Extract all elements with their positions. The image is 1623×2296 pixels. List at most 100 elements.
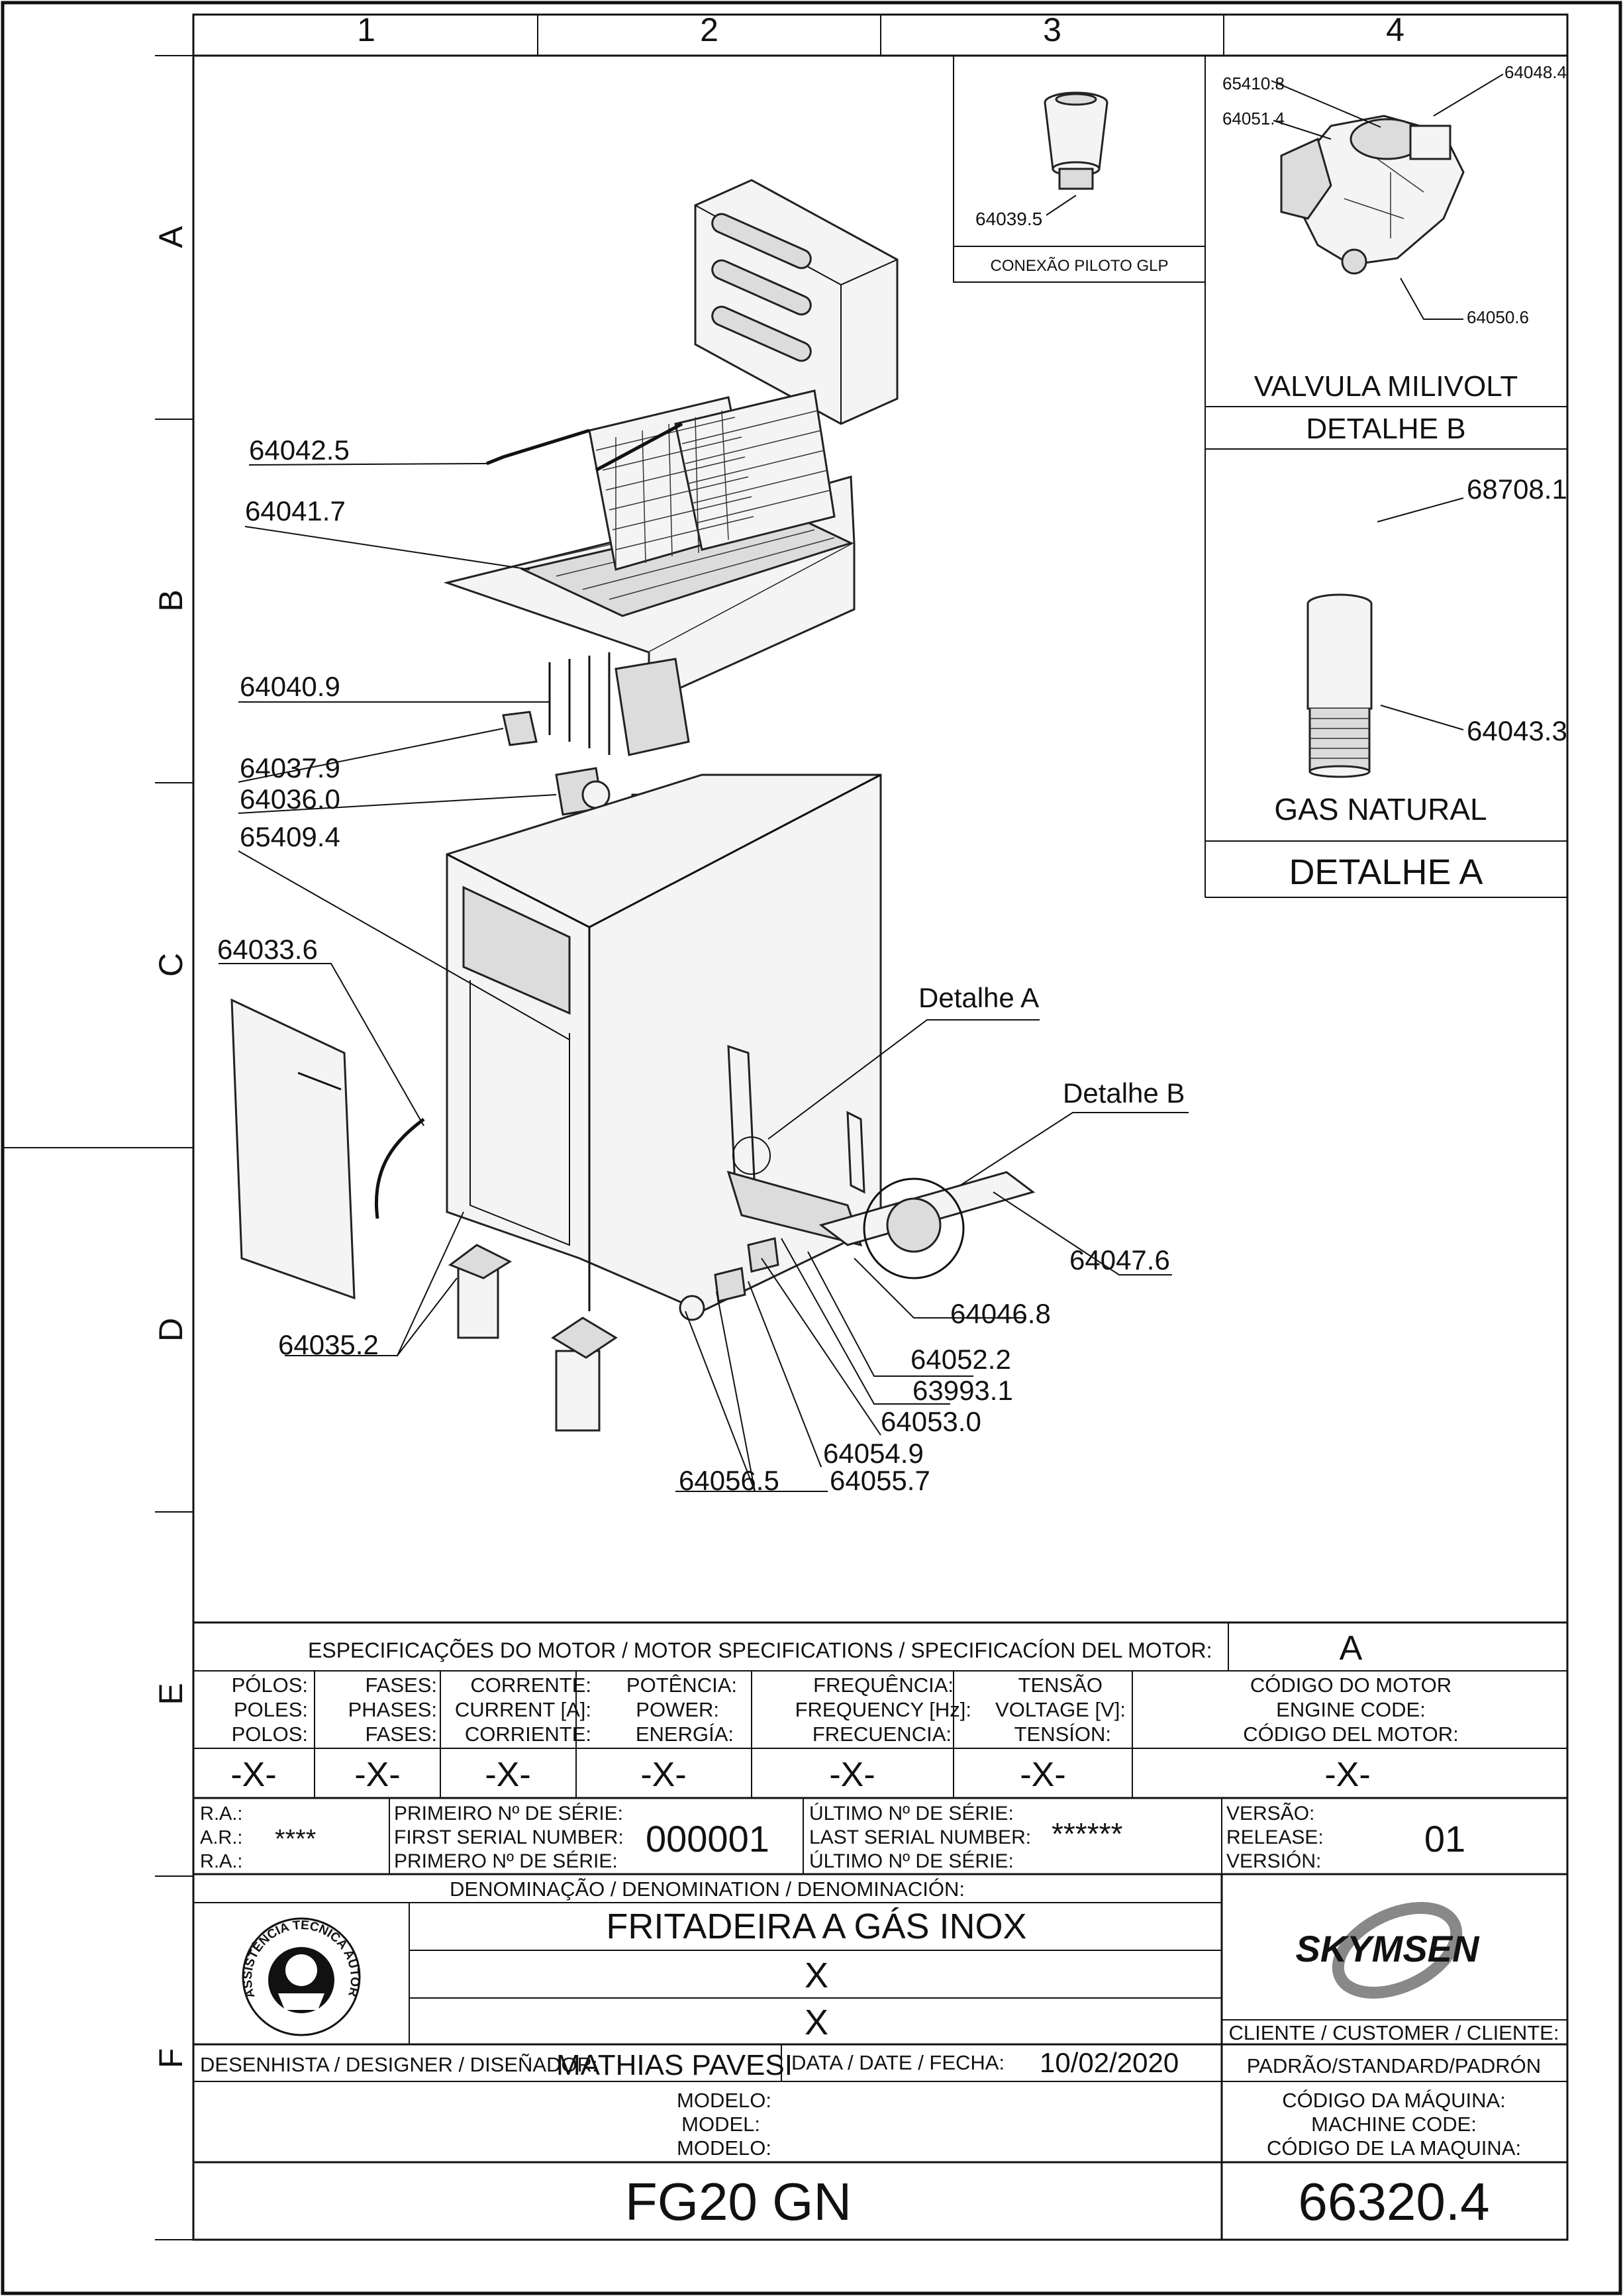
callout-64047-6: 64047.6 [1069, 1244, 1170, 1275]
poles-value: -X- [230, 1756, 276, 1794]
zone-row-d: D [152, 1318, 189, 1342]
last-serial-label-es: ÚLTIMO Nº DE SÉRIE: [809, 1850, 1014, 1872]
denomination-line-1: FRITADEIRA A GÁS INOX [606, 1907, 1026, 1946]
current-value: -X- [485, 1756, 530, 1794]
machine-code-label-pt: CÓDIGO DA MÁQUINA: [1282, 2089, 1506, 2112]
first-serial-label-es: PRIMERO Nº DE SÉRIE: [394, 1850, 618, 1872]
current-label-pt: CORRENTE: [470, 1673, 591, 1697]
current-label-es: CORRIENTE: [465, 1722, 591, 1746]
model-label-pt: MODELO: [677, 2089, 771, 2112]
zone-row-b: B [152, 589, 189, 611]
designer-value: MATHIAS PAVESI [556, 2049, 793, 2081]
phases-value: -X- [354, 1756, 400, 1794]
voltage-label-en: VOLTAGE [V]: [995, 1698, 1126, 1721]
detail-b-valve: 65410.8 64051.4 64048.4 64050.6 VALVULA … [1205, 56, 1567, 897]
power-label-en: POWER: [636, 1698, 719, 1721]
callout-detalhe-a: Detalhe A [918, 982, 1039, 1013]
voltage-label-pt: TENSÃO [1018, 1673, 1103, 1697]
version-value: 01 [1424, 1818, 1465, 1860]
first-serial-value: 000001 [646, 1818, 769, 1860]
callout-64052-2: 64052.2 [910, 1344, 1011, 1375]
callout-64042-5: 64042.5 [249, 434, 350, 466]
part-65410-8: 65410.8 [1222, 74, 1285, 93]
phases-label-pt: FASES: [365, 1673, 437, 1697]
svg-text:SKYMSEN: SKYMSEN [1296, 1928, 1480, 1970]
phases-label-es: FASES: [365, 1722, 437, 1746]
callout-64037-9: 64037.9 [240, 752, 340, 783]
fryer-exploded-view [230, 179, 1036, 1432]
zone-col-1: 1 [357, 11, 375, 48]
date-value: 10/02/2020 [1040, 2047, 1179, 2078]
machine-code-value: 66320.4 [1298, 2172, 1489, 2231]
engine-code-label-pt: CÓDIGO DO MOTOR [1250, 1673, 1451, 1697]
model-value: FG20 GN [625, 2172, 852, 2231]
voltage-value: -X- [1020, 1756, 1065, 1794]
zone-col-4: 4 [1386, 11, 1404, 48]
power-label-es: ENERGÍA: [636, 1722, 734, 1746]
poles-label-en: POLES: [234, 1698, 308, 1721]
callout-64046-8: 64046.8 [950, 1298, 1051, 1329]
version-label-pt: VERSÃO: [1226, 1802, 1314, 1824]
ra-label-1: R.A.: [200, 1803, 242, 1824]
detail-a-caption: DETALHE A [1289, 852, 1483, 892]
version-label-en: RELEASE: [1226, 1826, 1324, 1848]
date-label: DATA / DATE / FECHA: [791, 2051, 1005, 2074]
ar-label: A.R.: [200, 1827, 242, 1848]
model-label-en: MODEL: [681, 2113, 760, 2136]
skymsen-logo: SKYMSEN [1296, 1901, 1480, 1999]
part-64051-4: 64051.4 [1222, 109, 1285, 128]
frequency-label-es: FRECUENCIA: [812, 1722, 952, 1746]
engine-code-value: -X- [1324, 1756, 1370, 1794]
designer-label: DESENHISTA / DESIGNER / DISEÑADOR: [200, 2053, 598, 2076]
last-serial-label-pt: ÚLTIMO Nº DE SÉRIE: [809, 1803, 1014, 1824]
callout-64055-7: 64055.7 [830, 1465, 930, 1496]
frequency-label-pt: FREQUÊNCIA: [813, 1673, 954, 1697]
callout-detalhe-b: Detalhe B [1063, 1077, 1185, 1109]
zone-row-e: E [152, 1683, 189, 1705]
detail-b-caption: DETALHE B [1306, 413, 1465, 445]
power-label-pt: POTÊNCIA: [626, 1673, 737, 1697]
part-68708-1: 68708.1 [1467, 474, 1567, 505]
callout-63993-1: 63993.1 [912, 1375, 1013, 1406]
part-64050-6: 64050.6 [1467, 307, 1529, 327]
last-serial-value: ****** [1052, 1817, 1123, 1851]
serial-row: R.A.: A.R.: R.A.: **** PRIMEIRO Nº DE SÉ… [193, 1798, 1567, 1875]
callouts: 64042.5 64041.7 64040.9 64037.9 64036.0 … [217, 434, 1189, 1496]
callout-65409-4: 65409.4 [240, 821, 340, 852]
callout-64054-9: 64054.9 [823, 1438, 924, 1469]
motor-spec-table: ESPECIFICAÇÕES DO MOTOR / MOTOR SPECIFIC… [193, 1621, 1567, 1799]
zone-row-a: A [152, 226, 189, 248]
poles-label-pt: PÓLOS: [232, 1673, 308, 1697]
callout-64053-0: 64053.0 [881, 1406, 981, 1437]
denomination-label: DENOMINAÇÃO / DENOMINATION / DENOMINACIÓ… [450, 1877, 965, 1901]
callout-64041-7: 64041.7 [245, 495, 346, 526]
machine-code-label-en: MACHINE CODE: [1311, 2113, 1477, 2136]
client-value: PADRÃO/STANDARD/PADRÓN [1247, 2054, 1541, 2077]
zone-row-f: F [152, 2048, 189, 2069]
phases-label-en: PHASES: [348, 1698, 437, 1721]
voltage-label-es: TENSÍON: [1014, 1722, 1111, 1746]
denomination-line-3: X [805, 2003, 828, 2042]
zone-col-2: 2 [700, 11, 718, 48]
callout-64040-9: 64040.9 [240, 671, 340, 702]
gas-natural-title: GAS NATURAL [1274, 792, 1487, 826]
first-serial-label-en: FIRST SERIAL NUMBER: [394, 1826, 624, 1848]
callout-64033-6: 64033.6 [217, 934, 318, 965]
machine-code-label-es: CÓDIGO DE LA MAQUINA: [1267, 2136, 1521, 2160]
model-label-es: MODELO: [677, 2136, 771, 2160]
motor-heading: ESPECIFICAÇÕES DO MOTOR / MOTOR SPECIFIC… [308, 1638, 1212, 1662]
engine-code-label-es: CÓDIGO DEL MOTOR: [1243, 1722, 1459, 1746]
poles-label-es: POLOS: [232, 1722, 308, 1746]
callout-64036-0: 64036.0 [240, 783, 340, 815]
version-label-es: VERSIÓN: [1226, 1850, 1321, 1872]
ra-label-2: R.A.: [200, 1851, 242, 1872]
engine-code-label-en: ENGINE CODE: [1276, 1698, 1426, 1721]
glp-caption: CONEXÃO PILOTO GLP [991, 257, 1169, 275]
zone-row-c: C [152, 953, 189, 977]
zone-col-3: 3 [1043, 11, 1061, 48]
valve-title: VALVULA MILIVOLT [1254, 370, 1518, 403]
frequency-value: -X- [829, 1756, 875, 1794]
frequency-label-en: FREQUENCY [Hz]: [795, 1698, 971, 1721]
last-serial-label-en: LAST SERIAL NUMBER: [809, 1826, 1031, 1848]
